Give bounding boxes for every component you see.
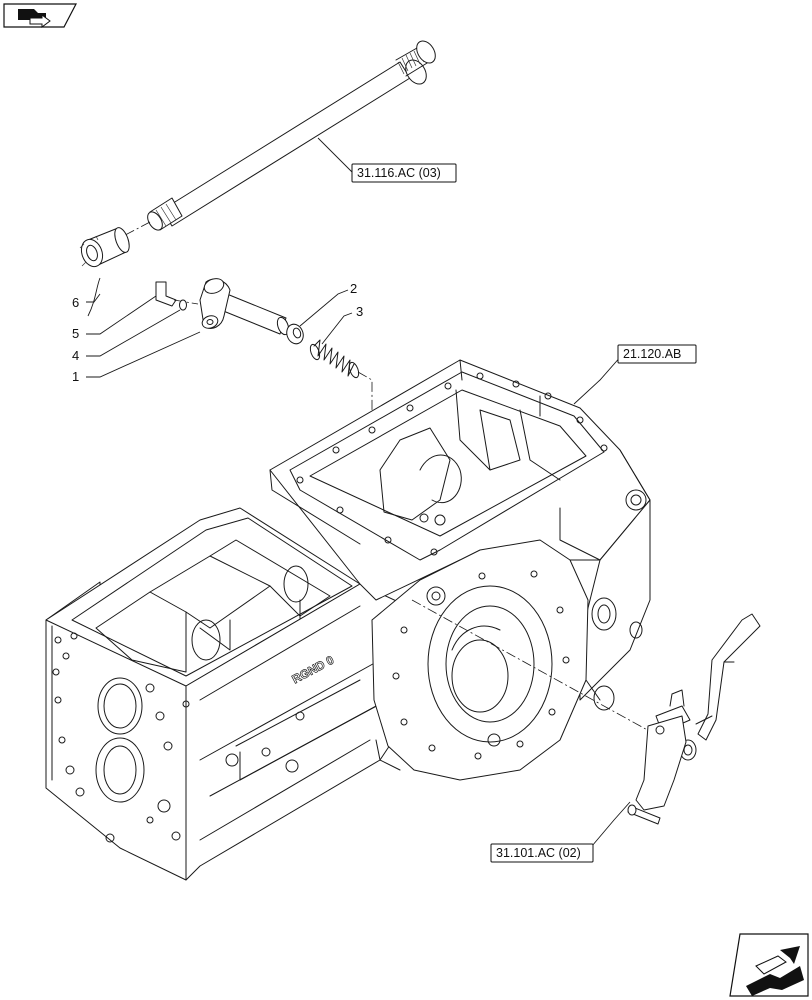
- ref-housing-label[interactable]: 21.120.AB: [623, 347, 681, 361]
- shaft-axis-line: [111, 221, 151, 243]
- callout-6: 6: [72, 295, 79, 310]
- callouts: 6 5 4 1 2 3: [72, 277, 363, 384]
- ref-lever[interactable]: 31.101.AC (02): [490, 801, 631, 863]
- lever-axis-line: [411, 599, 681, 749]
- spring-part-3: [309, 339, 360, 379]
- callout-1: 1: [72, 369, 79, 384]
- ref-lever-label[interactable]: 31.101.AC (02): [496, 846, 581, 860]
- ref-housing[interactable]: 21.120.AB: [573, 344, 697, 405]
- ref-shaft-label[interactable]: 31.116.AC (03): [357, 166, 441, 180]
- transmission-housing: RGND 0: [45, 359, 651, 881]
- coupler-part-6: [79, 227, 130, 268]
- page-back-arrow-icon[interactable]: [3, 3, 77, 28]
- shift-lever: [627, 613, 761, 825]
- callout-2: 2: [350, 281, 357, 296]
- callout-4: 4: [72, 348, 79, 363]
- callout-3: 3: [356, 304, 363, 319]
- callout-5: 5: [72, 326, 79, 341]
- spline-shaft: [147, 40, 436, 231]
- selector-lever-part-1: [199, 278, 290, 336]
- ref-shaft[interactable]: 31.116.AC (03): [317, 137, 457, 183]
- page-forward-arrow-icon[interactable]: [729, 933, 809, 997]
- washer-part-2: [286, 323, 304, 345]
- pin-part-5: [155, 281, 199, 307]
- o-ring-part-4: [179, 299, 187, 311]
